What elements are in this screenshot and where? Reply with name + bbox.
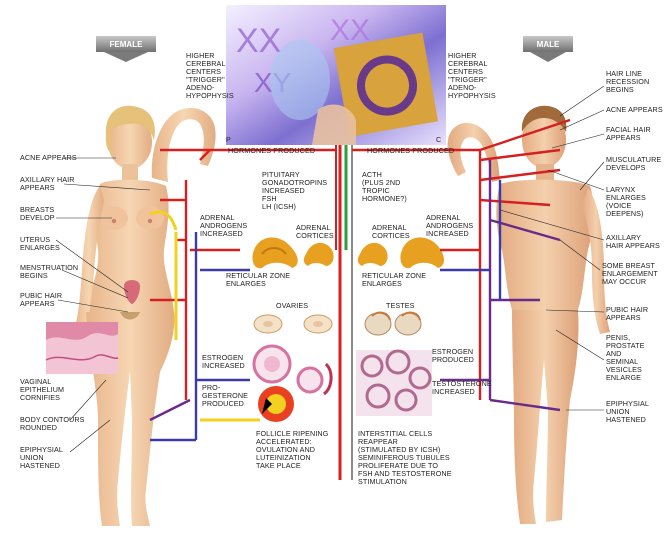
reticular-zone-right-label: RETICULAR ZONE ENLARGES bbox=[362, 272, 426, 288]
corpus-luteum-icon bbox=[258, 386, 294, 422]
ovaries-icon bbox=[254, 315, 332, 333]
facial-hair-label: FACIAL HAIR APPEARS bbox=[606, 126, 651, 142]
interstitial-cells-label: INTERSTITIAL CELLS REAPPEAR (STIMULATED … bbox=[358, 430, 452, 486]
uterus-enlarges-label: UTERUS ENLARGES bbox=[20, 236, 60, 252]
female-badge: FEMALE bbox=[96, 40, 156, 49]
testosterone-increased-label: TESTOSTERONE INCREASED bbox=[432, 380, 492, 396]
male-epiphysial-union-label: EPIPHYSIAL UNION HASTENED bbox=[606, 400, 649, 424]
menstruation-begins-label: MENSTRUATION BEGINS bbox=[20, 264, 78, 280]
estrogen-produced-label: ESTROGEN PRODUCED bbox=[432, 348, 474, 364]
female-acne-label: ACNE APPEARS bbox=[20, 154, 77, 162]
vaginal-epithelium-histology-icon bbox=[46, 322, 118, 374]
hormones-produced-right-label: HORMONES PRODUCED bbox=[367, 147, 454, 155]
higher-centers-right-label: HIGHER CEREBRAL CENTERS "TRIGGER" ADENO-… bbox=[448, 52, 496, 100]
male-figure bbox=[448, 106, 610, 524]
pituitary-gonadotropins-label: PITUITARY GONADOTROPINS INCREASED FSH LH… bbox=[262, 171, 327, 211]
musculature-label: MUSCULATURE DEVELOPS bbox=[606, 156, 661, 172]
adrenal-cortex-left-icon bbox=[252, 237, 297, 268]
follicle-icon bbox=[254, 346, 331, 394]
vaginal-epithelium-label: VAGINAL EPITHELIUM CORNIFIES bbox=[20, 378, 64, 402]
chromosome-collage-image: XX XY XX bbox=[226, 5, 446, 145]
adrenal-cortex-left-2-icon bbox=[304, 243, 334, 266]
hairline-recession-label: HAIR LINE RECESSION BEGINS bbox=[606, 70, 649, 94]
adrenal-cortex-right-2-icon bbox=[400, 237, 444, 268]
adrenal-androgens-right-label: ADRENAL ANDROGENS INCREASED bbox=[426, 214, 473, 238]
hormones-right-fragment: C bbox=[436, 136, 441, 144]
adrenal-androgens-left-label: ADRENAL ANDROGENS INCREASED bbox=[200, 214, 247, 238]
penis-prostate-label: PENIS, PROSTATE AND SEMINAL VESICLES ENL… bbox=[606, 334, 644, 382]
adrenal-cortex-right-icon bbox=[358, 243, 388, 266]
male-badge: MALE bbox=[523, 40, 573, 49]
svg-text:XX: XX bbox=[236, 22, 281, 60]
ovaries-label: OVARIES bbox=[276, 302, 308, 310]
testes-icon bbox=[365, 313, 421, 335]
acth-label: ACTH (PLUS 2nd TROPIC HORMONE?) bbox=[362, 171, 407, 203]
hormones-produced-left-label: HORMONES PRODUCED bbox=[228, 147, 315, 155]
larynx-label: LARYNX ENLARGES (VOICE DEEPENS) bbox=[606, 186, 646, 218]
female-figure bbox=[74, 106, 216, 526]
svg-text:XX: XX bbox=[330, 14, 370, 47]
hormones-left-fragment: P bbox=[226, 136, 231, 144]
female-pubic-hair-label: PUBIC HAIR APPEARS bbox=[20, 292, 62, 308]
progesterone-produced-label: PRO- GESTERONE PRODUCED bbox=[202, 384, 248, 408]
adrenal-cortices-right-label: ADRENAL CORTICES bbox=[372, 224, 410, 240]
adrenal-cortices-left-label: ADRENAL CORTICES bbox=[296, 224, 334, 240]
male-acne-label: ACNE APPEARS bbox=[606, 106, 663, 114]
reticular-zone-left-label: RETICULAR ZONE ENLARGES bbox=[226, 272, 290, 288]
tubules-histology-icon bbox=[356, 350, 432, 416]
higher-centers-left-label: HIGHER CEREBRAL CENTERS "TRIGGER" ADENO-… bbox=[186, 52, 234, 100]
breast-enlargement-label: SOME BREAST ENLARGEMENT MAY OCCUR bbox=[602, 262, 658, 286]
breasts-develop-label: BREASTS DEVELOP bbox=[20, 206, 55, 222]
male-pubic-hair-label: PUBIC HAIR APPEARS bbox=[606, 306, 648, 322]
female-axillary-hair-label: AXILLARY HAIR APPEARS bbox=[20, 176, 75, 192]
follicle-ripening-label: FOLLICLE RIPENING ACCELERATED: OVULATION… bbox=[256, 430, 328, 470]
male-axillary-hair-label: AXILLARY HAIR APPEARS bbox=[606, 234, 660, 250]
estrogen-increased-label: ESTROGEN INCREASED bbox=[202, 354, 245, 370]
female-epiphysial-union-label: EPIPHYSIAL UNION HASTENED bbox=[20, 446, 63, 470]
testes-label: TESTES bbox=[386, 302, 415, 310]
center-hormone-pathways bbox=[336, 145, 352, 480]
body-contours-label: BODY CONTOURS ROUNDED bbox=[20, 416, 85, 432]
